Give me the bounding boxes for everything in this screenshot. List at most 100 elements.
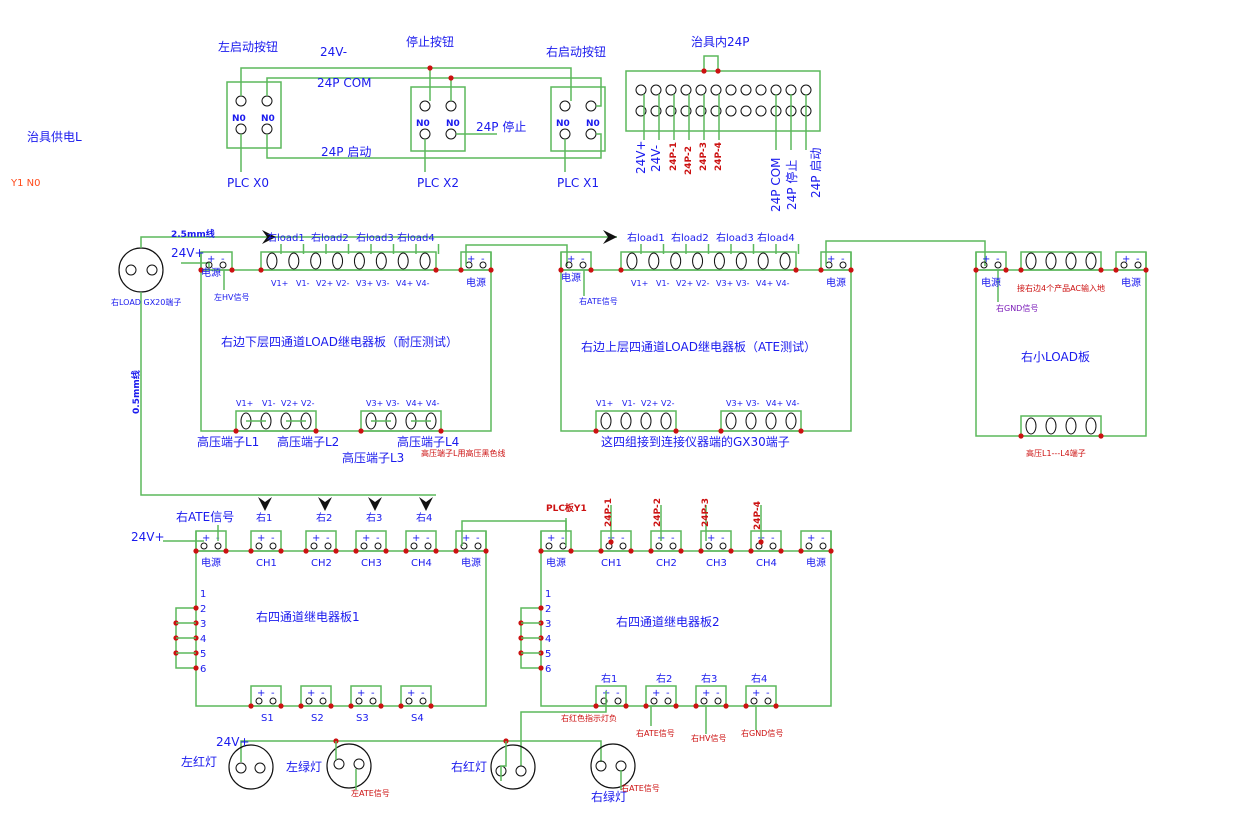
load-label: 右load3 [716,231,754,244]
fixture-power-label: 治具供电L [27,130,82,144]
plus-label: + [567,254,575,265]
screw-terminal-icon [288,252,300,270]
contact-circle [595,760,607,772]
junction-dot [698,548,704,554]
contact-circle [635,105,647,117]
minus-label: - [671,533,675,544]
terminal-pin-icon [980,261,988,269]
screw-terminal-icon [397,252,409,270]
plc-x2-label: PLC X2 [417,176,459,190]
junction-dot [818,267,824,273]
minus-label: - [326,533,330,544]
channel-label: CH2 [656,558,677,569]
junction-dot [1143,267,1149,273]
channel-label: CH1 [256,558,277,569]
pin-label: 24P COM [769,158,783,213]
right-start-button [550,86,606,152]
board-title: 右小LOAD板 [1021,349,1090,364]
pin-label: V4+ [756,279,773,288]
plus-label: + [707,533,715,544]
lamp-label: 左绿灯 [286,759,322,774]
com-wire [266,77,602,107]
jumper-wire [703,55,719,71]
minus-label: - [666,688,670,699]
contact-circle [559,128,571,140]
terminal-block [800,530,832,552]
ac-note: 接右边4个产品AC输入地 [1017,283,1105,293]
power-terminal [820,251,852,271]
output-label: S2 [311,713,324,724]
v24-plus-label: 24V+ [216,735,250,749]
screw-terminal-block [360,410,442,432]
lamp-icon [326,743,372,789]
screw-terminal-icon [765,412,777,430]
screw-terminal-icon [640,412,652,430]
power-terminal [460,251,492,271]
junction-dot [453,548,459,554]
channel-label: CH4 [411,558,432,569]
plus-label: + [207,254,215,265]
channel-label: CH3 [361,558,382,569]
pin-label: V4- [416,279,430,288]
signal-label: 右GND信号 [741,728,783,738]
load-label: 右load2 [671,231,709,244]
screw-terminal-icon [1025,252,1037,270]
terminal-pin-icon [479,261,487,269]
power-terminal [975,251,1007,271]
ate-signal-label: 左ATE信号 [351,788,390,798]
contact-circle [725,105,737,117]
junction-dot [588,267,594,273]
pin-label: V3+ [726,399,743,408]
junction-dot [628,548,634,554]
minus-label: - [426,533,430,544]
gx30-note: 这四组接到连接仪器端的GX30端子 [601,434,790,449]
screw-terminal-icon [332,252,344,270]
arrow-icon [603,230,617,244]
board-outline [540,531,832,707]
input-label: 右1 [256,511,272,524]
terminal-block [250,685,282,707]
number-label: 2 [545,604,551,615]
terminal-block [700,530,732,552]
load-label: 右load4 [757,231,795,244]
lamp-label: 右绿灯 [591,789,627,804]
no-label: N0 [261,114,275,124]
pin-label: V1- [262,399,276,408]
load-label: 右load1 [267,231,305,244]
input-label: 右2 [316,511,332,524]
lamp-icon [590,743,636,789]
terminal-block [355,530,387,552]
junction-dot [778,548,784,554]
channel-label: CH1 [601,558,622,569]
power-terminal [1115,251,1147,271]
output-label: S1 [261,713,274,724]
screw-terminal-block [720,410,802,432]
contact-circle [710,105,722,117]
contact-circle [785,84,797,96]
junction-dot [198,267,204,273]
terminal-pin-icon [565,261,573,269]
junction-dot [403,548,409,554]
minus-label: - [766,688,770,699]
junction-dot [608,539,614,545]
pin-label: 24P-3 [701,498,711,527]
junction-dot [598,548,604,554]
junction-dot [623,703,629,709]
no-label: N0 [446,119,460,129]
contact-circle [235,762,247,774]
stop-button-label: 停止按钮 [406,34,454,49]
junction-dot [798,548,804,554]
terminal-pin-icon [545,542,553,550]
terminal-pin-icon [319,697,327,705]
terminal-pin-icon [424,542,432,550]
number-label: 1 [545,589,551,600]
terminal-pin-icon [405,697,413,705]
junction-dot [798,428,804,434]
minus-label: - [996,254,1000,265]
hv-terminal-label: 高压端子L3 [342,450,404,465]
y1-no-label: Y1 N0 [10,178,41,189]
signal-label: 右HV信号 [691,733,727,743]
pin-label: V3- [376,279,390,288]
terminal-block [595,685,627,707]
